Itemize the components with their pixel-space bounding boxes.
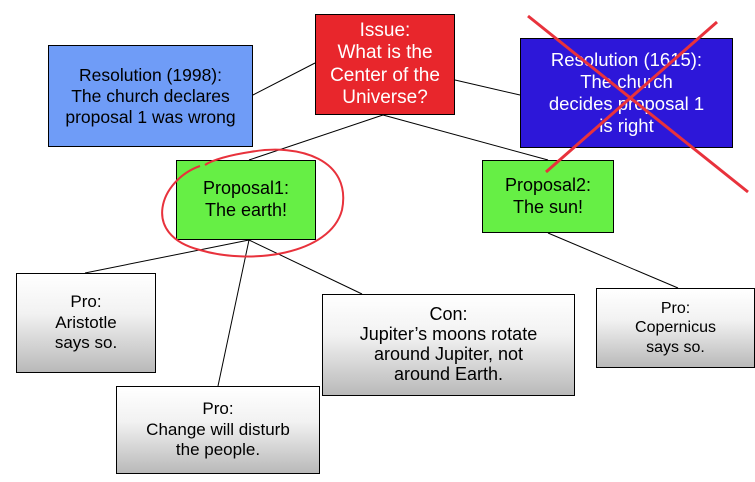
proposal1-box: Proposal1: The earth! <box>176 160 316 240</box>
edge-proposal1-con-jupiter <box>248 239 363 295</box>
edge-issue-resolution-1615 <box>454 79 521 96</box>
edge-proposal2-pro-copernicus <box>547 232 679 289</box>
edge-proposal1-pro-change <box>217 239 250 387</box>
pro-copernicus-line-2: Copernicus <box>635 319 716 337</box>
con-jupiter-line-2: Jupiter’s moons rotate <box>359 324 538 345</box>
issue-line-1: Issue: <box>359 19 411 41</box>
issue-box: Issue: What is the Center of the Univers… <box>315 14 455 115</box>
issue-line-3: Center of the <box>330 64 440 86</box>
proposal1-line-2: The earth! <box>204 200 288 220</box>
pro-copernicus-line-1: Pro: <box>660 300 691 318</box>
pro-aristotle-line-1: Pro: <box>70 292 102 312</box>
con-jupiter-line-1: Con: <box>429 304 468 325</box>
resolution-1998-line-3: proposal 1 was wrong <box>65 106 236 127</box>
proposal1-line-1: Proposal1: <box>202 178 290 199</box>
resolution-1615-line-4: is right <box>599 115 654 137</box>
issue-line-4: Universe? <box>342 86 428 108</box>
pro-change-line-2: Change will disturb <box>146 419 290 439</box>
edge-proposal1-pro-aristotle <box>84 239 250 274</box>
proposal2-line-2: The sun! <box>512 196 584 217</box>
con-jupiter-line-4: around Earth. <box>393 363 504 384</box>
pro-change-line-3: the people. <box>175 440 261 460</box>
resolution-1998-box: Resolution (1998): The church declares p… <box>48 45 253 147</box>
pro-copernicus-box: Pro: Copernicus says so. <box>596 288 755 368</box>
proposal2-line-1: Proposal2: <box>504 174 592 195</box>
resolution-1615-line-2: The church <box>580 70 673 92</box>
con-jupiter-box: Con: Jupiter’s moons rotate around Jupit… <box>322 294 575 396</box>
proposal2-box: Proposal2: The sun! <box>482 160 614 233</box>
pro-copernicus-line-3: says so. <box>646 338 705 356</box>
issue-line-2: What is the <box>337 42 433 64</box>
resolution-1615-box: Resolution (1615): The church decides pr… <box>520 38 733 148</box>
resolution-1998-line-1: Resolution (1998): <box>79 64 222 85</box>
resolution-1615-line-3: decides proposal 1 <box>548 93 705 114</box>
edge-issue-proposal2 <box>382 114 549 161</box>
resolution-1615-line-1: Resolution (1615): <box>550 48 703 70</box>
edge-issue-proposal1 <box>248 114 384 161</box>
pro-aristotle-line-2: Aristotle <box>55 312 117 332</box>
pro-change-box: Pro: Change will disturb the people. <box>116 386 320 474</box>
pro-change-line-1: Pro: <box>202 399 234 419</box>
edge-issue-resolution-1998 <box>252 62 316 96</box>
pro-aristotle-line-3: says so. <box>54 333 118 353</box>
resolution-1998-line-2: The church declares <box>71 85 230 106</box>
con-jupiter-line-3: around Jupiter, not <box>373 344 524 364</box>
pro-aristotle-box: Pro: Aristotle says so. <box>16 273 156 373</box>
